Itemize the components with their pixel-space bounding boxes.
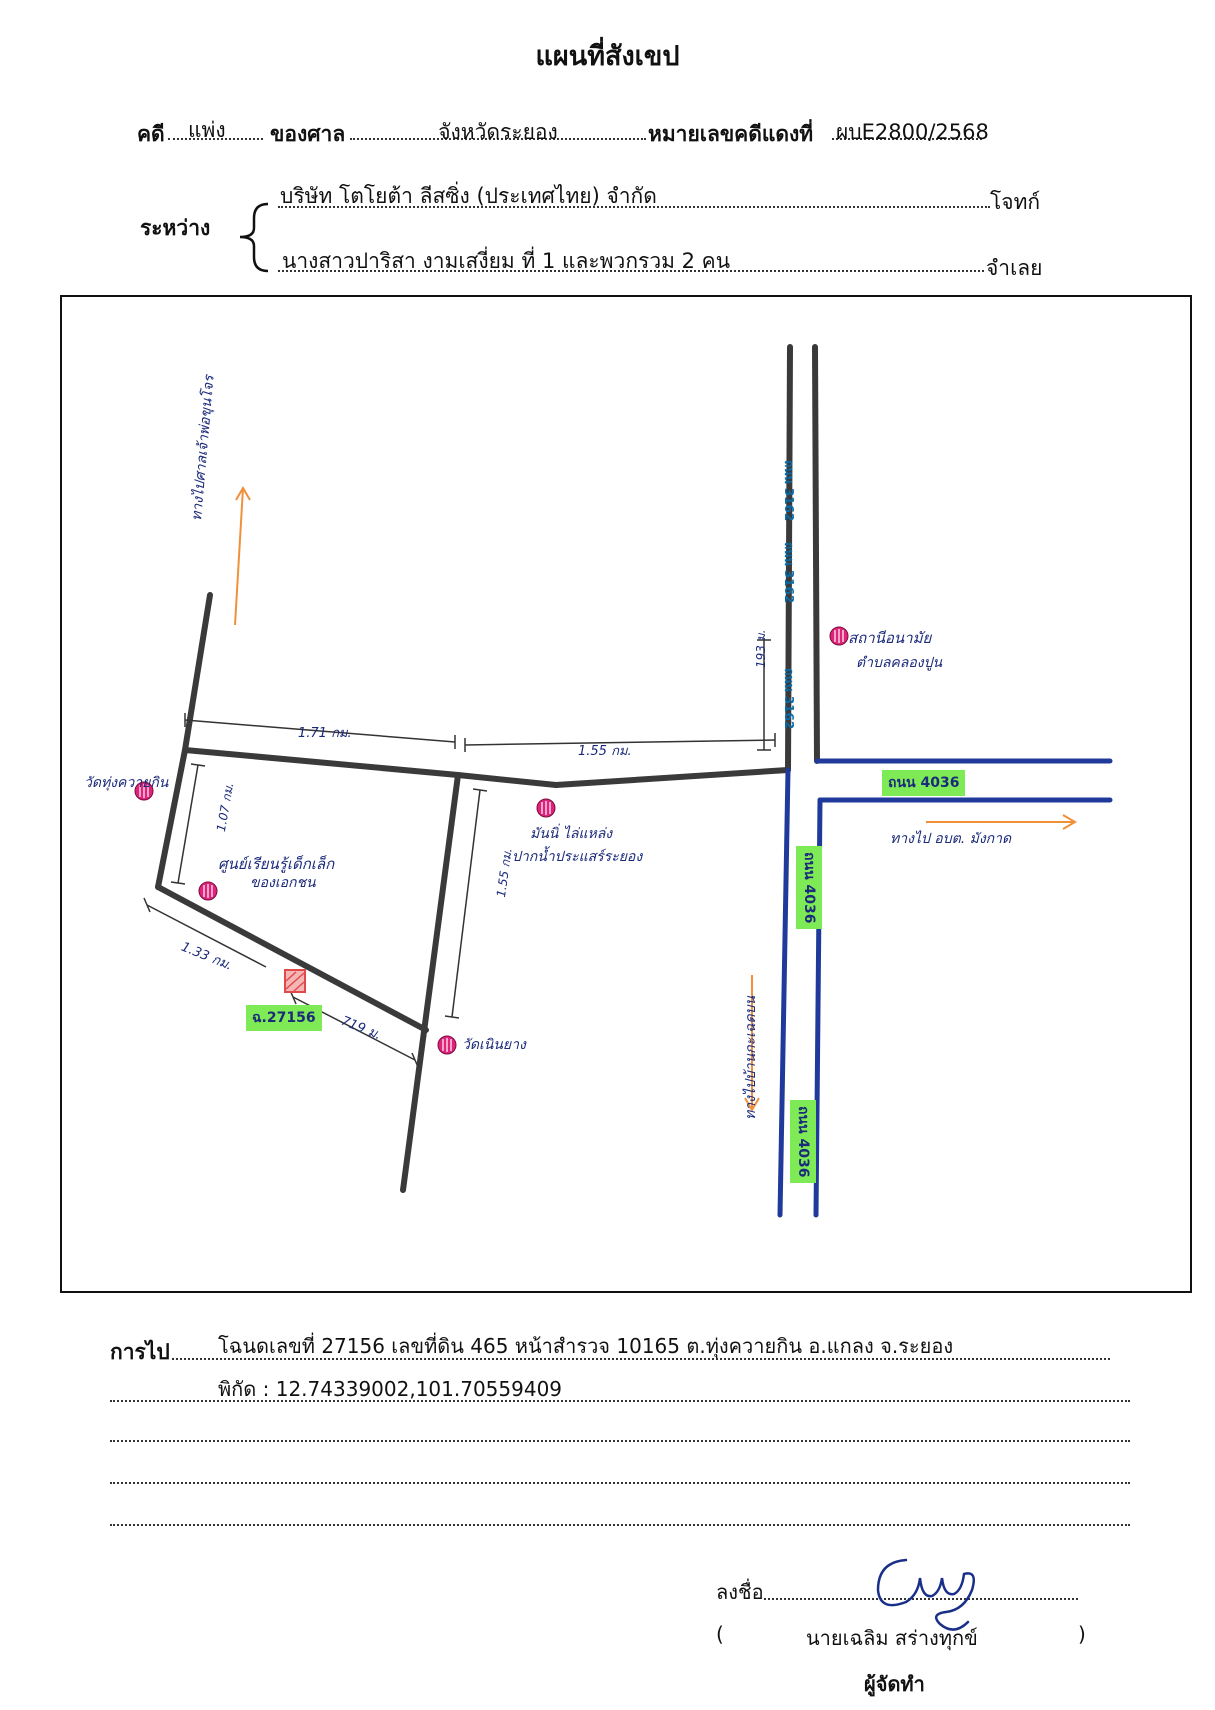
label-road-3162-a: ถนน 3162: [782, 460, 796, 522]
distance-top-left: 1.71 กม.: [298, 726, 352, 741]
sign-label: ลงชื่อ: [716, 1580, 764, 1604]
red-number: ผบE2800/2568: [836, 120, 989, 144]
case-label: คดี: [137, 122, 165, 146]
distance-vertical-right: 193 ม.: [754, 629, 768, 668]
road-top-right: [553, 767, 791, 788]
label-road-3162-b: ถนน 3162: [782, 542, 796, 604]
direction-arrows: [234, 486, 1077, 1112]
distance-top-right: 1.55 กม.: [578, 744, 632, 759]
label-temple-south: วัดเนินยาง: [462, 1037, 526, 1053]
plaintiff-role: โจทก์: [990, 190, 1041, 214]
label-road-4036-a: ถนน 4036: [882, 770, 966, 796]
gray-roads: [155, 344, 820, 1193]
road-3162-east: [812, 344, 820, 764]
label-to-south: ทางไปบ้านกะเฉดบน: [743, 995, 759, 1120]
label-child-center: ศูนย์เรียนรู้เด็กเล็ก: [218, 855, 335, 873]
label-to-east: ทางไป อบต. มังกาด: [890, 831, 1012, 847]
label-parcel: ฉ.27156: [246, 1005, 322, 1031]
label-health-center-sub: ตำบลคลองปูน: [856, 655, 943, 671]
case-type: แพ่ง: [188, 118, 226, 142]
parcel-marker-icon: [284, 969, 306, 993]
map-drawing: [134, 344, 1113, 1218]
road-4036-south-west: [777, 767, 791, 1218]
arrow-north-icon: [234, 487, 244, 626]
map-frame: [60, 295, 1192, 1293]
defendant-name: นางสาวปาริสา งามเสงี่ยม ที่ 1 และพวกรวม …: [282, 249, 731, 273]
label-health-center: สถานีอนามัย: [848, 629, 932, 647]
label-road-4036-c: ถนน 4036: [790, 1100, 816, 1184]
paren-close: ): [1078, 1622, 1086, 1646]
pin-hatching: [139, 629, 844, 1052]
between-label: ระหว่าง: [140, 216, 211, 240]
brace-icon: [239, 202, 269, 273]
paren-open: (: [716, 1622, 724, 1646]
red-number-label: หมายเลขคดีแดงที่: [648, 122, 814, 146]
signer-name: นายเฉลิม สร่างทุกข์: [806, 1626, 978, 1650]
road-3162-west: [785, 344, 793, 773]
directions-label: การไป: [110, 1340, 170, 1364]
directions-line-1: โฉนดเลขที่ 27156 เลขที่ดิน 465 หน้าสำรวจ…: [218, 1334, 954, 1358]
signer-role: ผู้จัดทำ: [864, 1672, 925, 1696]
page-title: แผนที่สังเขป: [535, 41, 680, 72]
road-diagonal: [155, 884, 429, 1033]
plaintiff-name: บริษัท โตโยต้า ลีสซิ่ง (ประเทศไทย) จำกัด: [280, 184, 657, 208]
defendant-role: จำเลย: [986, 256, 1043, 280]
road-top-left: [182, 747, 461, 778]
label-road-4036-b: ถนน 4036: [796, 846, 822, 930]
label-factory-sub: ปากน้ำประแสร์ระยอง: [512, 849, 643, 865]
signature-icon: [876, 1558, 975, 1631]
road-top-middle: [455, 772, 559, 788]
label-factory: มันนิ่ ไล่แหล่ง: [530, 826, 613, 842]
directions-line-2: พิกัด : 12.74339002,101.70559409: [218, 1377, 563, 1401]
label-road-3162-c: ถนน 3162: [782, 668, 796, 730]
court-label: ของศาล: [270, 122, 346, 146]
label-child-center-sub: ของเอกชน: [250, 875, 316, 891]
landmark-pins: [134, 626, 849, 1055]
road-west: [155, 747, 188, 890]
label-temple-west: วัดทุ่งควายกิน: [84, 775, 169, 791]
road-north-spur: [182, 592, 213, 753]
road-middle: [400, 772, 461, 1193]
court-name: จังหวัดระยอง: [438, 120, 558, 144]
